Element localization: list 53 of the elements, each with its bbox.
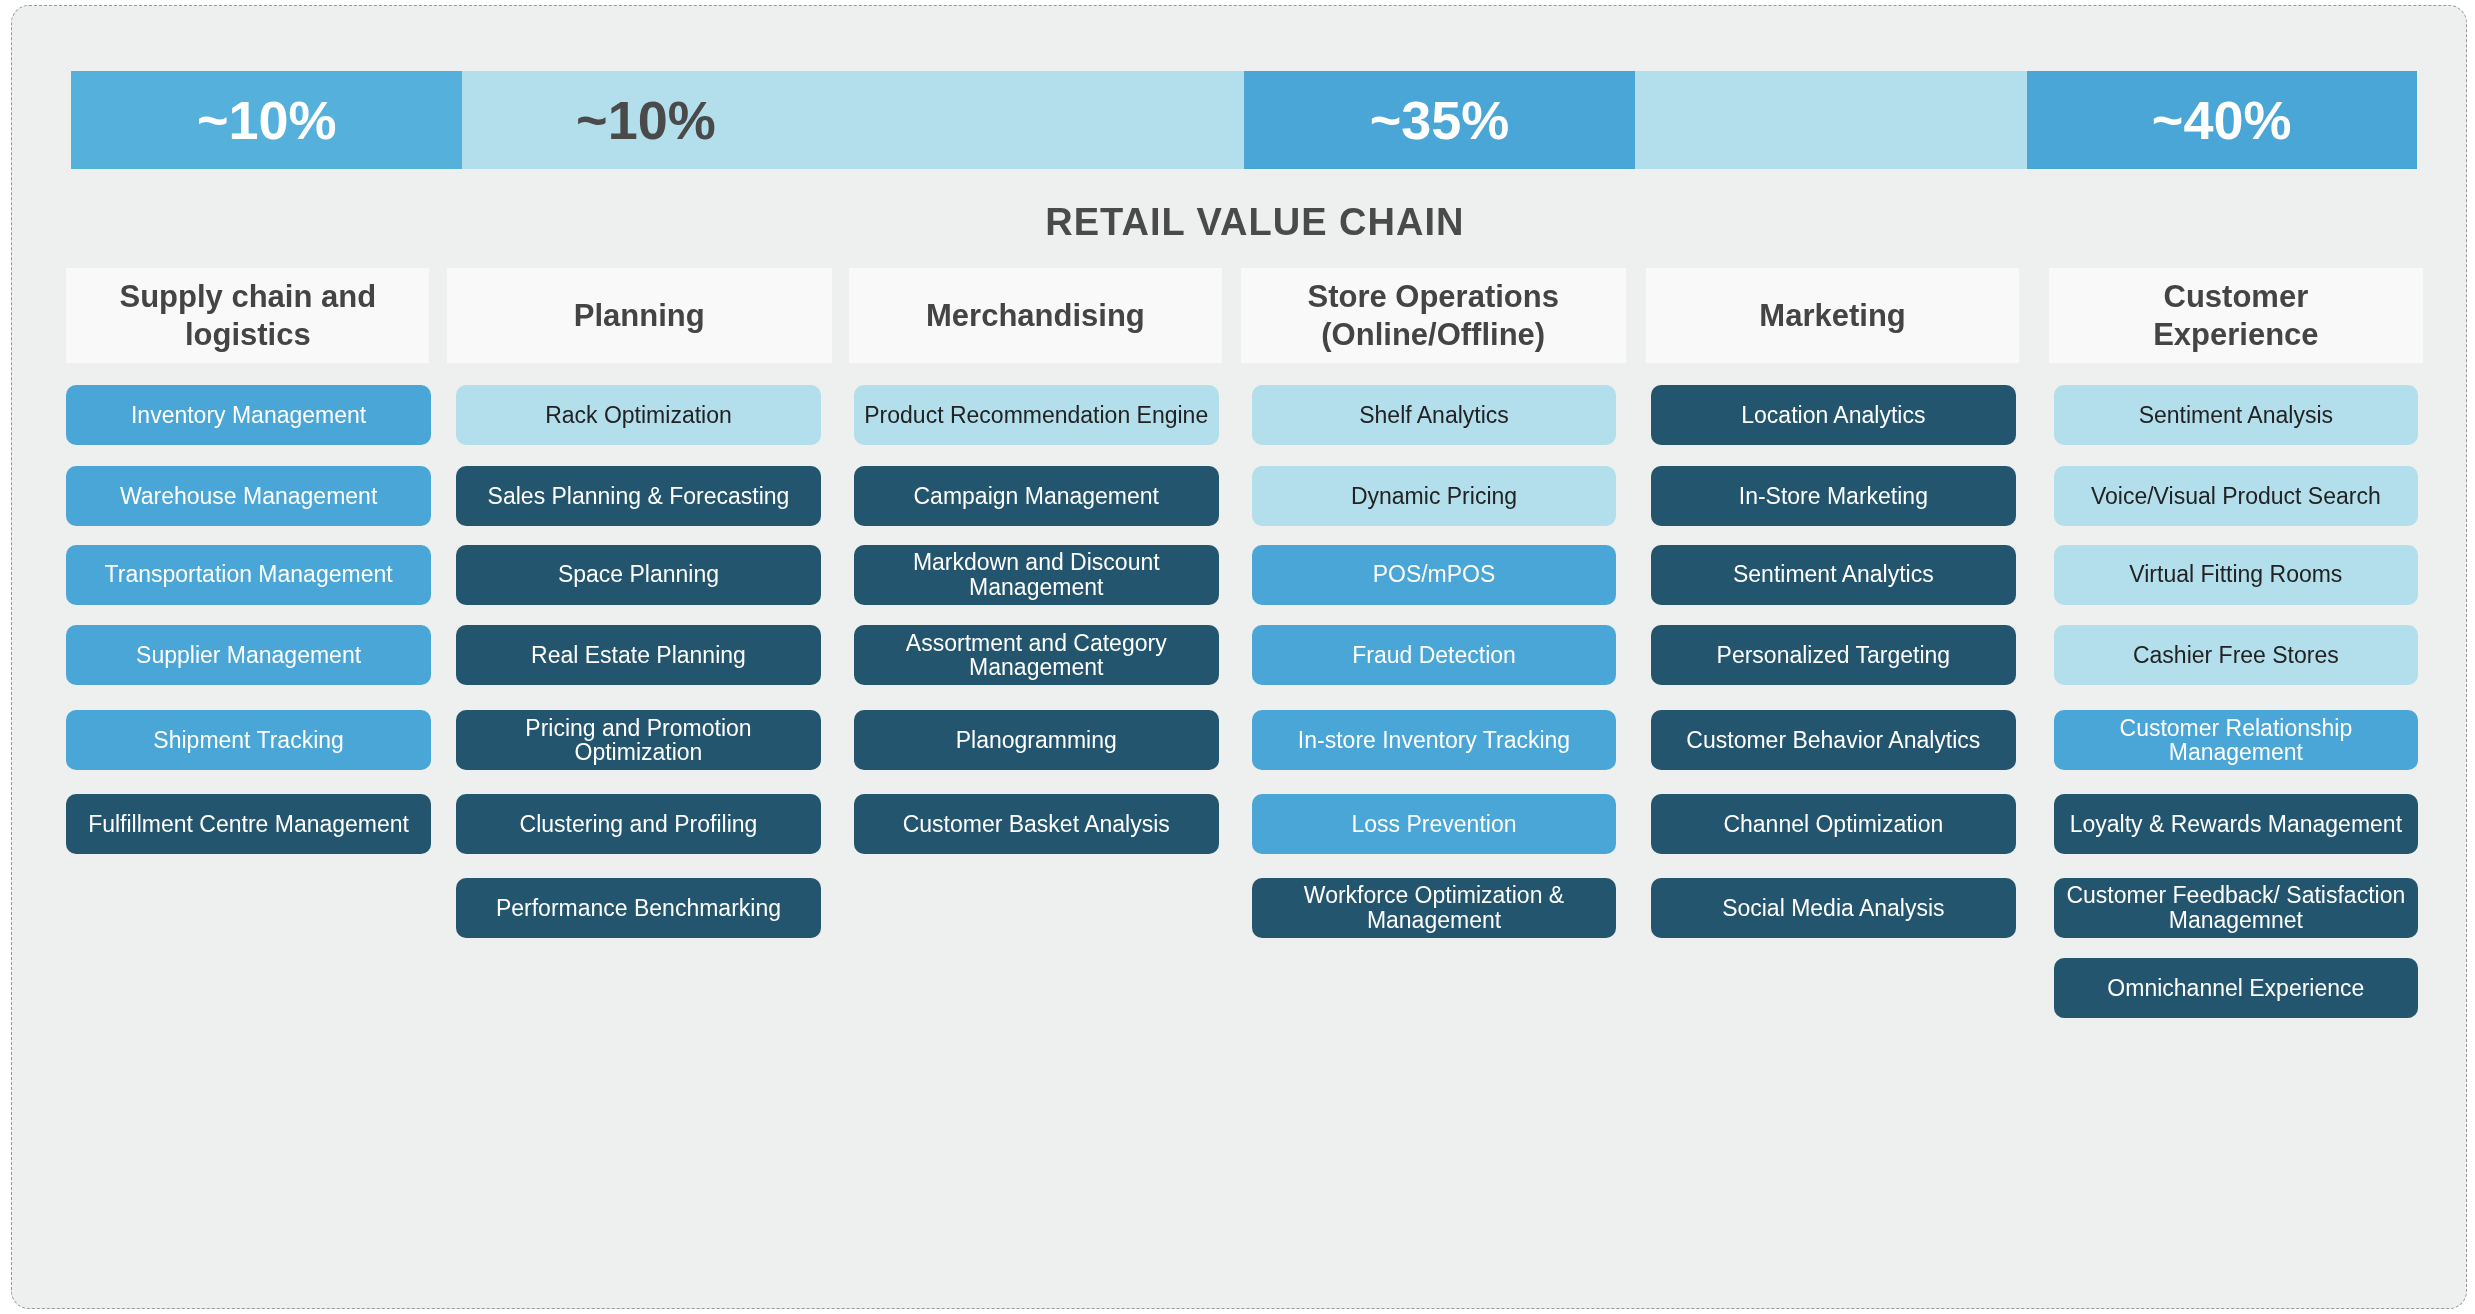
- capability-tag: Product Recommendation Engine: [853, 385, 1219, 446]
- capability-tag: Clustering and Profiling: [456, 793, 821, 854]
- column-header: Supply chain and logistics: [66, 268, 430, 364]
- capability-tag: Sentiment Analytics: [1651, 544, 2016, 605]
- capability-tag: In-Store Marketing: [1651, 465, 2016, 526]
- column-header: Store Operations (Online/Offline): [1240, 268, 1626, 364]
- column-header: Planning: [446, 268, 832, 364]
- capability-tag: Campaign Management: [853, 465, 1219, 526]
- capability-tag: Pricing and Promotion Optimization: [456, 710, 821, 771]
- percentage-band-segment: ~10%: [71, 71, 463, 169]
- percentage-band-segment: ~10%: [462, 71, 1244, 169]
- capability-tag: Cashier Free Stores: [2053, 625, 2419, 686]
- capability-tag: Performance Benchmarking: [456, 877, 821, 938]
- capability-tag: Warehouse Management: [66, 465, 431, 526]
- capability-tag: Shelf Analytics: [1251, 385, 1617, 446]
- capability-tag: Customer Feedback/ Satisfaction Managemnet: [2053, 877, 2419, 938]
- capability-tag: Customer Basket Analysis: [853, 793, 1219, 854]
- column-header: Marketing: [1646, 268, 2019, 364]
- capability-tag: Loss Prevention: [1251, 793, 1617, 854]
- capability-tag: Customer Relationship Management: [2053, 710, 2419, 771]
- capability-tag: Workforce Optimization & Management: [1251, 877, 1617, 938]
- capability-tag: Loyalty & Rewards Management: [2053, 793, 2419, 854]
- column-header: Customer Experience: [2048, 268, 2423, 364]
- capability-tag: Transportation Management: [66, 544, 431, 605]
- capability-tag: Sentiment Analysis: [2053, 385, 2419, 446]
- capability-tag: Supplier Management: [66, 625, 431, 686]
- capability-tag: Assortment and Category Management: [853, 625, 1219, 686]
- capability-tag: Omnichannel Experience: [2053, 958, 2419, 1019]
- capability-tag: In-store Inventory Tracking: [1251, 710, 1617, 771]
- capability-tag: Fraud Detection: [1251, 625, 1617, 686]
- capability-tag: Dynamic Pricing: [1251, 465, 1617, 526]
- capability-tag: Customer Behavior Analytics: [1651, 710, 2016, 771]
- column-header: Merchandising: [849, 268, 1222, 364]
- capability-tag: Rack Optimization: [456, 385, 821, 446]
- percentage-band-segment: [1635, 71, 2027, 169]
- capability-tag: POS/mPOS: [1251, 544, 1617, 605]
- percentage-band-segment: ~35%: [1243, 71, 1636, 169]
- capability-tag: Space Planning: [456, 544, 821, 605]
- capability-tag: Planogramming: [853, 710, 1219, 771]
- capability-tag: Virtual Fitting Rooms: [2053, 544, 2419, 605]
- capability-tag: Sales Planning & Forecasting: [456, 465, 821, 526]
- capability-tag: Shipment Tracking: [66, 710, 431, 771]
- capability-tag: Voice/Visual Product Search: [2053, 465, 2419, 526]
- capability-tag: Location Analytics: [1651, 385, 2016, 446]
- capability-tag: Real Estate Planning: [456, 625, 821, 686]
- capability-tag: Fulfillment Centre Management: [66, 793, 431, 854]
- chart-title: RETAIL VALUE CHAIN: [1044, 200, 1466, 246]
- percentage-band-segment: ~40%: [2026, 71, 2417, 169]
- capability-tag: Inventory Management: [66, 385, 431, 446]
- capability-tag: Markdown and Discount Management: [853, 544, 1219, 605]
- capability-tag: Channel Optimization: [1651, 793, 2016, 854]
- capability-tag: Social Media Analysis: [1651, 877, 2016, 938]
- capability-tag: Personalized Targeting: [1651, 625, 2016, 686]
